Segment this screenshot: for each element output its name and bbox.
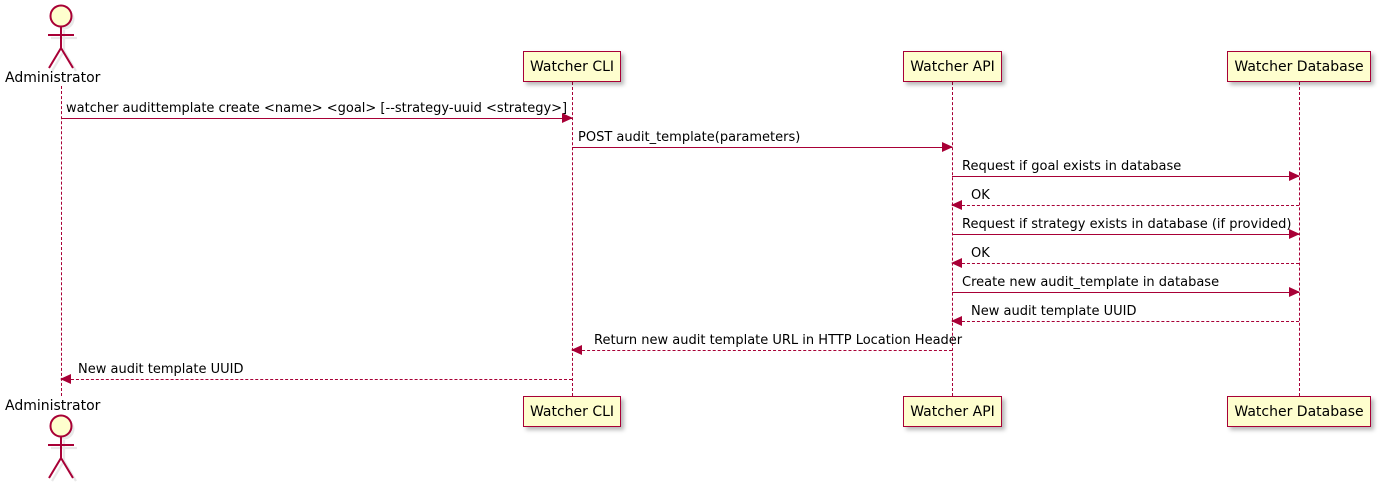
arrowhead-left-10 [60, 374, 71, 384]
message-line-1 [61, 118, 572, 119]
participant-label-watcher-api-bottom: Watcher API [910, 403, 995, 420]
participant-label-watcher-api-top: Watcher API [910, 58, 995, 75]
participant-box-watcher-database-top[interactable]: Watcher Database [1227, 51, 1371, 82]
arrowhead-right-1 [562, 113, 573, 123]
actor-administrator-bottom [41, 412, 81, 482]
participant-box-watcher-cli-top[interactable]: Watcher CLI [523, 51, 621, 82]
actor-administrator-top [41, 2, 81, 72]
participant-label-watcher-database-bottom: Watcher Database [1234, 403, 1364, 420]
message-line-3 [952, 176, 1299, 177]
message-line-2 [572, 147, 952, 148]
participant-box-watcher-api-top[interactable]: Watcher API [903, 51, 1002, 82]
actor-label-administrator-bottom: Administrator [5, 398, 101, 414]
lifeline-watcher-api [952, 82, 953, 396]
message-line-8 [952, 321, 1299, 322]
lifeline-watcher-database [1299, 82, 1300, 396]
message-label-9: Return new audit template URL in HTTP Lo… [594, 333, 963, 348]
participant-box-watcher-database-bottom[interactable]: Watcher Database [1227, 396, 1371, 427]
lifeline-administrator [61, 86, 62, 396]
message-line-6 [952, 263, 1299, 264]
message-label-7: Create new audit_template in database [962, 275, 1220, 290]
participant-label-watcher-database-top: Watcher Database [1234, 58, 1364, 75]
participant-label-watcher-cli-top: Watcher CLI [529, 58, 615, 75]
message-label-3: Request if goal exists in database [962, 159, 1182, 174]
message-line-10 [61, 379, 572, 380]
participant-box-watcher-api-bottom[interactable]: Watcher API [903, 396, 1002, 427]
message-label-5: Request if strategy exists in database (… [962, 217, 1292, 232]
message-line-5 [952, 234, 1299, 235]
arrowhead-left-4 [951, 200, 962, 210]
message-label-6: OK [971, 246, 990, 261]
message-line-7 [952, 292, 1299, 293]
arrowhead-right-3 [1289, 171, 1300, 181]
arrowhead-left-6 [951, 258, 962, 268]
participant-label-watcher-cli-bottom: Watcher CLI [529, 403, 615, 420]
lifeline-watcher-cli [572, 82, 573, 396]
message-line-4 [952, 205, 1299, 206]
message-label-4: OK [971, 188, 990, 203]
message-label-10: New audit template UUID [78, 362, 244, 377]
actor-label-administrator-top: Administrator [5, 70, 101, 86]
arrowhead-right-7 [1289, 287, 1300, 297]
arrowhead-left-8 [951, 316, 962, 326]
participant-box-watcher-cli-bottom[interactable]: Watcher CLI [523, 396, 621, 427]
message-label-1: watcher audittemplate create <name> <goa… [66, 101, 568, 116]
arrowhead-left-9 [571, 345, 582, 355]
message-label-8: New audit template UUID [971, 304, 1137, 319]
arrowhead-right-2 [942, 142, 953, 152]
message-label-2: POST audit_template(parameters) [578, 130, 801, 145]
arrowhead-right-5 [1289, 229, 1300, 239]
message-line-9 [572, 350, 952, 351]
